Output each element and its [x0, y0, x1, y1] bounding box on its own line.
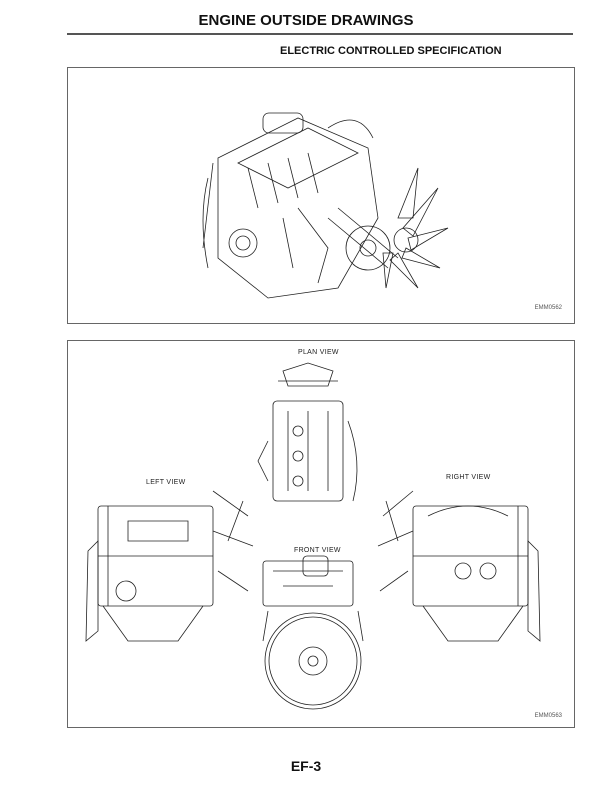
figure-engine-isometric: EMM0562 [67, 67, 575, 324]
right-view-drawing [377, 490, 541, 642]
left-view-label: LEFT VIEW [146, 479, 186, 486]
figure-engine-views: PLAN VIEW LEFT VIEW FRONT VIEW RIGHT VIE… [67, 340, 575, 728]
title-divider [67, 33, 573, 35]
right-view-label: RIGHT VIEW [446, 474, 491, 481]
page-number: EF-3 [290, 758, 322, 774]
figure-code: EMM0562 [534, 305, 562, 311]
left-view-drawing [85, 490, 254, 642]
plan-view-label: PLAN VIEW [298, 349, 339, 356]
figure-code: EMM0563 [534, 713, 562, 719]
section-subtitle: ELECTRIC CONTROLLED SPECIFICATION [280, 45, 502, 57]
plan-view-drawing [257, 362, 358, 502]
front-view-drawing [262, 555, 364, 710]
engine-isometric-drawing [202, 112, 449, 299]
front-view-label: FRONT VIEW [294, 547, 341, 554]
page-title: ENGINE OUTSIDE DRAWINGS [198, 12, 414, 29]
